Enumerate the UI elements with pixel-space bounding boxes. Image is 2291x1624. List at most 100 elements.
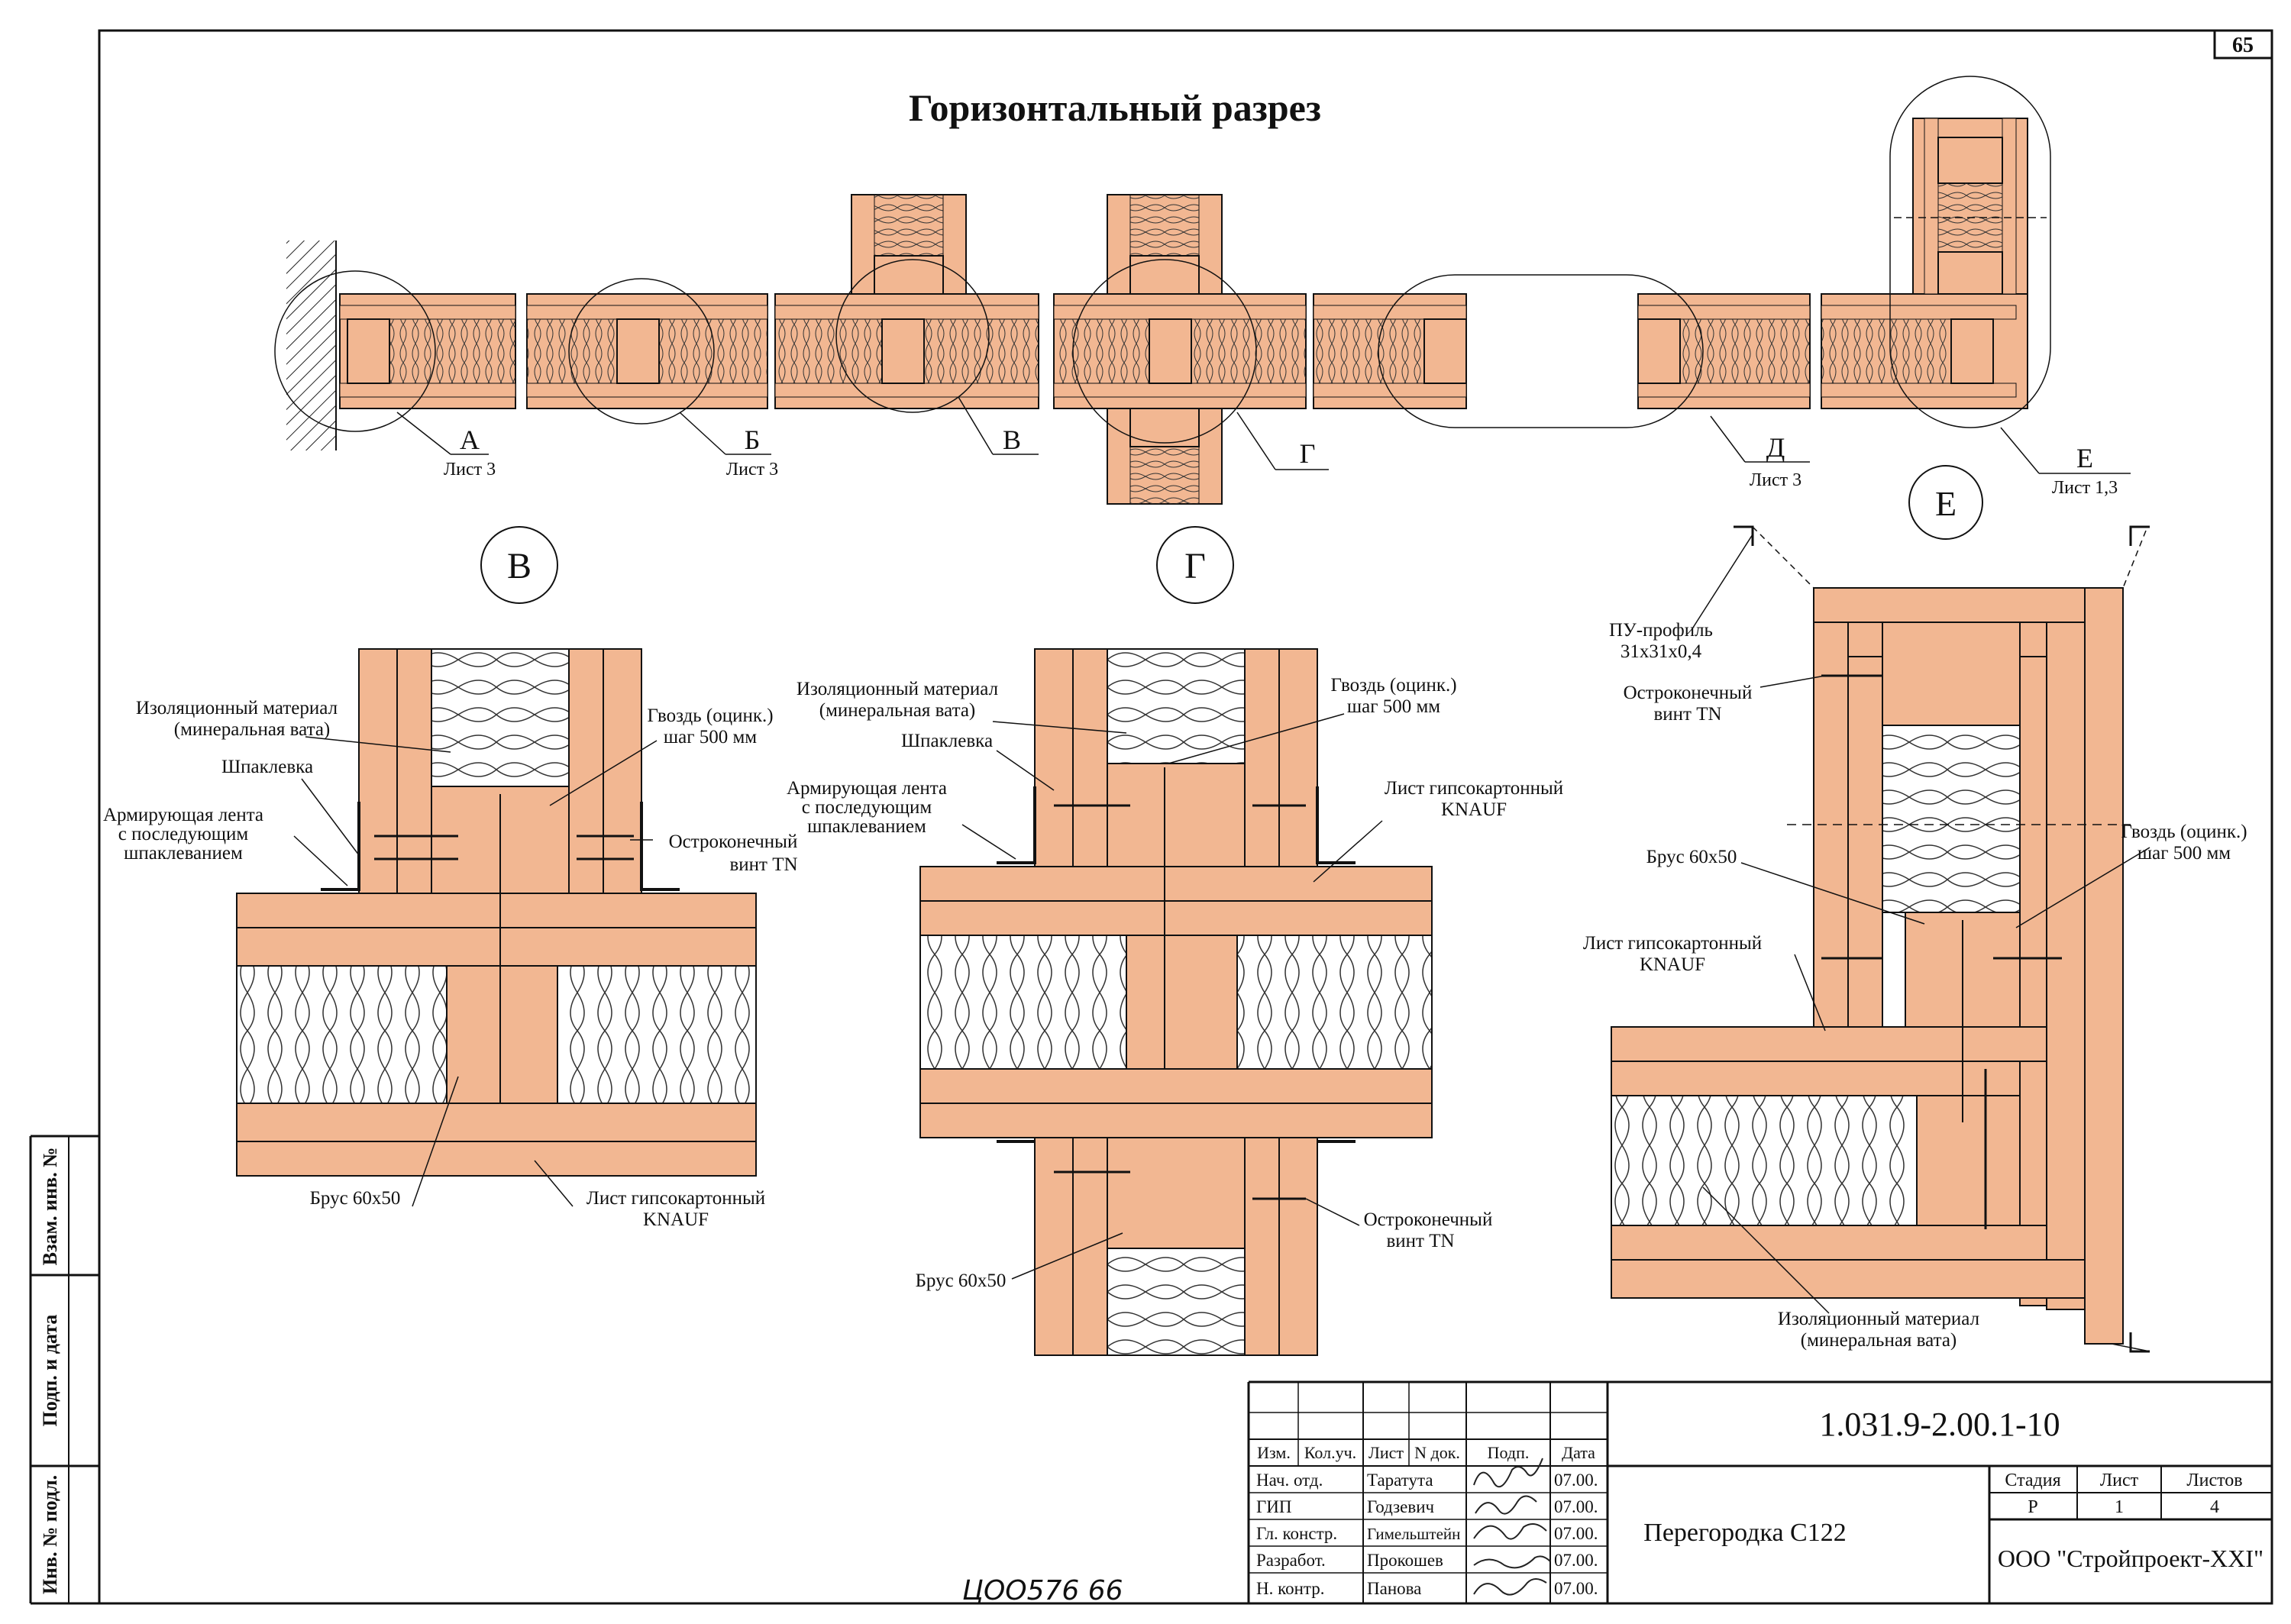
callout-d-sheet: Лист 3 bbox=[1750, 470, 1801, 490]
signature-1 bbox=[1475, 1495, 1537, 1515]
tb-name: Перегородка С122 bbox=[1643, 1519, 1846, 1547]
tb-sheets-header: Листов bbox=[2186, 1471, 2242, 1490]
wall-segment-e bbox=[1821, 76, 2051, 428]
title-block: Изм. Кол.уч. Лист N док. Подп. Дата Нач.… bbox=[1247, 1380, 2272, 1603]
tb-code: 1.031.9-2.00.1-10 bbox=[1819, 1406, 2060, 1443]
tb-role-3: Разработ. bbox=[1256, 1551, 1326, 1570]
side-stamp: Взам. инв. № Подп. и дата Инв. № подл. bbox=[29, 1135, 99, 1605]
v-label-screw-2: винт TN bbox=[729, 854, 797, 875]
e-label-insulation-1: Изоляционный материал bbox=[1778, 1309, 1979, 1329]
detail-title-v: В bbox=[480, 526, 558, 604]
g-label-nail-1: Гвоздь (оцинк.) bbox=[1330, 675, 1456, 696]
tb-role-1: ГИП bbox=[1256, 1497, 1292, 1516]
g-label-board-2: KNAUF bbox=[1441, 799, 1507, 820]
g-label-insulation-1: Изоляционный материал bbox=[797, 679, 998, 699]
tb-name-2: Гимельштейн bbox=[1367, 1525, 1460, 1543]
tb-name-4: Панова bbox=[1367, 1579, 1421, 1598]
v-label-board-2: KNAUF bbox=[643, 1209, 709, 1230]
detail-g: Изоляционный материал (минеральная вата)… bbox=[787, 648, 1563, 1356]
tb-role-2: Гл. констр. bbox=[1256, 1524, 1337, 1543]
inner-frame bbox=[98, 29, 2273, 1605]
e-label-beam: Брус 60x50 bbox=[1646, 847, 1737, 867]
tb-date-3: 07.00. bbox=[1554, 1551, 1598, 1570]
handwritten-note: ЦОО576 66 bbox=[962, 1575, 1123, 1606]
signature-4 bbox=[1473, 1578, 1547, 1596]
signature-2 bbox=[1473, 1523, 1547, 1540]
wall-segment-a bbox=[274, 270, 516, 432]
g-label-insulation-2: (минеральная вата) bbox=[819, 700, 976, 721]
g-label-beam: Брус 60x50 bbox=[916, 1270, 1007, 1291]
tb-role-4: Н. контр. bbox=[1256, 1579, 1325, 1598]
wall-segment-d bbox=[1313, 274, 1811, 428]
page-number: 65 bbox=[2232, 34, 2254, 57]
e-label-insulation-2: (минеральная вата) bbox=[1801, 1330, 1957, 1351]
tb-name-0: Таратута bbox=[1367, 1471, 1433, 1490]
detail-title-e: Е bbox=[1908, 465, 1983, 540]
e-label-nail-2: шаг 500 мм bbox=[2138, 843, 2231, 864]
tb-date-0: 07.00. bbox=[1554, 1471, 1598, 1490]
detail-e: ПУ-профиль 31x31x0,4 Остроконечный винт … bbox=[1583, 525, 2247, 1353]
g-label-tape-1: Армирующая лента bbox=[787, 778, 947, 799]
tb-role-0: Нач. отд. bbox=[1256, 1471, 1323, 1490]
tb-name-3: Прокошев bbox=[1367, 1551, 1443, 1570]
side-stamp-podp: Подп. и дата bbox=[39, 1315, 61, 1427]
signature-3 bbox=[1473, 1555, 1551, 1569]
g-label-tape-2: с последующим bbox=[802, 797, 932, 818]
callout-b-letter: Б bbox=[745, 425, 761, 455]
g-label-tape-3: шпаклеванием bbox=[807, 816, 926, 837]
detail-v: Изоляционный материал (минеральная вата)… bbox=[103, 648, 798, 1230]
drawing-title: Горизонтальный разрез bbox=[909, 86, 1321, 129]
e-label-board-1: Лист гипсокартонный bbox=[1583, 933, 1762, 954]
e-label-profile-1: ПУ-профиль bbox=[1609, 620, 1713, 641]
page-number-box bbox=[2213, 29, 2273, 60]
v-label-putty: Шпаклевка bbox=[221, 757, 313, 777]
tb-sheets: 4 bbox=[2210, 1497, 2219, 1517]
tb-date-4: 07.00. bbox=[1554, 1579, 1598, 1598]
side-stamp-vzam: Взам. инв. № bbox=[39, 1148, 61, 1266]
e-label-board-2: KNAUF bbox=[1640, 954, 1705, 975]
tb-sheet-header: Лист bbox=[2100, 1471, 2139, 1490]
g-label-screw-2: винт TN bbox=[1386, 1231, 1454, 1251]
tb-header-izm: Изм. bbox=[1257, 1443, 1291, 1462]
v-label-tape-2: с последующим bbox=[118, 824, 249, 844]
tb-header-data: Дата bbox=[1562, 1443, 1595, 1462]
tb-header-podp: Подп. bbox=[1488, 1443, 1530, 1462]
wall-segment-g bbox=[1053, 194, 1307, 505]
callout-e-letter: Е bbox=[2076, 443, 2093, 473]
v-label-board-1: Лист гипсокартонный bbox=[586, 1188, 765, 1209]
tb-org: ООО "Стройпроект-XXI" bbox=[1998, 1545, 2264, 1572]
callout-e-sheet: Лист 1,3 bbox=[2052, 478, 2118, 498]
v-label-tape-1: Армирующая лента bbox=[103, 805, 263, 825]
tb-header-kolch: Кол.уч. bbox=[1304, 1443, 1356, 1462]
g-label-board-1: Лист гипсокартонный bbox=[1385, 778, 1563, 799]
v-label-tape-3: шпаклеванием bbox=[124, 843, 243, 864]
g-label-putty: Шпаклевка bbox=[901, 731, 993, 751]
callout-v-letter: В bbox=[1003, 425, 1021, 455]
g-label-screw-1: Остроконечный bbox=[1364, 1209, 1493, 1230]
detail-title-v-letter: В bbox=[507, 546, 532, 586]
g-label-nail-2: шаг 500 мм bbox=[1347, 696, 1440, 717]
v-label-screw-1: Остроконечный bbox=[669, 831, 798, 852]
callout-g-letter: Г bbox=[1300, 438, 1316, 469]
callout-d-letter: Д bbox=[1766, 432, 1785, 463]
callout-b-sheet: Лист 3 bbox=[726, 460, 778, 479]
callout-a-letter: А bbox=[460, 425, 480, 455]
tb-sheet: 1 bbox=[2115, 1497, 2124, 1517]
wall-segment-b bbox=[526, 278, 768, 425]
v-label-beam: Брус 60x50 bbox=[310, 1188, 401, 1209]
tb-stage-header: Стадия bbox=[2005, 1471, 2060, 1490]
e-label-profile-2: 31x31x0,4 bbox=[1621, 641, 1702, 662]
v-label-nail-2: шаг 500 мм bbox=[664, 727, 757, 747]
side-stamp-inv: Инв. № подл. bbox=[39, 1475, 61, 1594]
tb-header-ndok: N док. bbox=[1414, 1443, 1460, 1462]
v-label-insulation-2: (минеральная вата) bbox=[174, 719, 331, 740]
signature-0 bbox=[1473, 1458, 1543, 1488]
tb-stage: Р bbox=[2028, 1497, 2037, 1517]
wall-segment-v bbox=[774, 194, 1039, 413]
detail-title-g-letter: Г bbox=[1184, 546, 1206, 586]
e-label-screw-1: Остроконечный bbox=[1624, 683, 1753, 703]
e-label-screw-2: винт TN bbox=[1653, 704, 1721, 725]
tb-header-list: Лист bbox=[1368, 1443, 1404, 1462]
